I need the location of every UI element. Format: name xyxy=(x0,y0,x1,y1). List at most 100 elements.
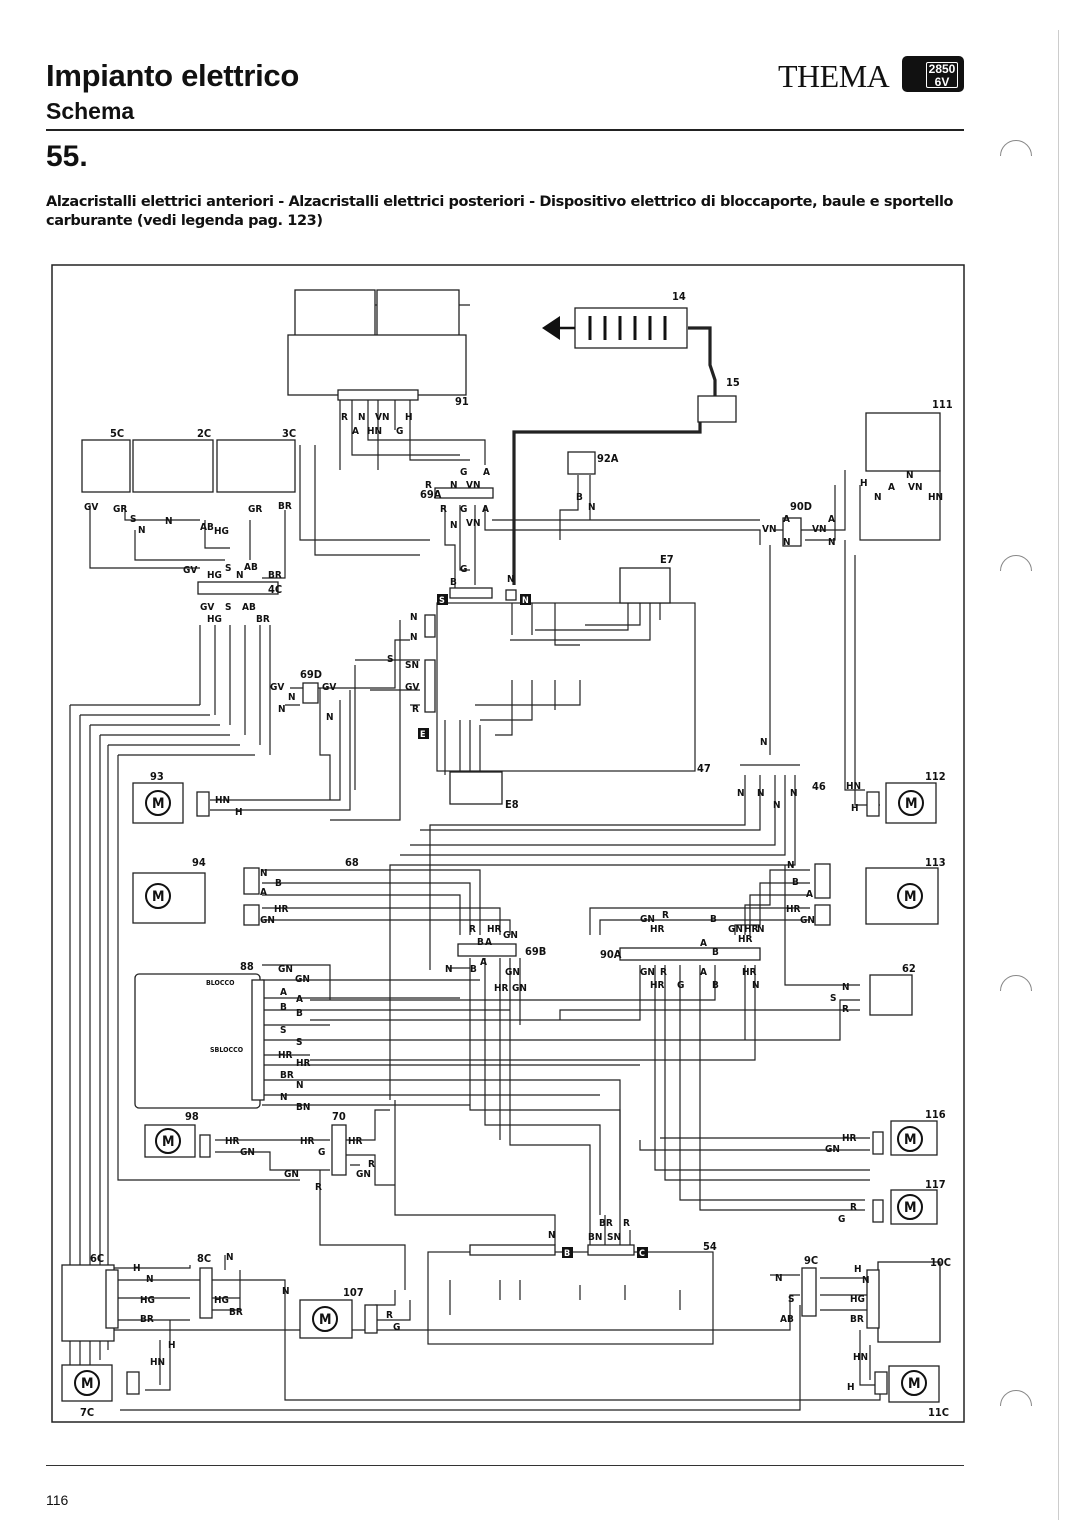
connector-letter: S xyxy=(439,596,445,606)
wire-colour-label: N xyxy=(507,574,515,585)
wire-colour-label: BR xyxy=(280,1070,294,1081)
connector-letter-box xyxy=(437,594,448,605)
wire-colour-label: HR xyxy=(842,1133,857,1144)
wire-colour-label: BR xyxy=(229,1307,243,1318)
wire-colour-label: N xyxy=(760,737,768,748)
motor-icon: M xyxy=(162,1134,175,1150)
wire-colour-label: G xyxy=(460,504,467,515)
wire-colour-label: B xyxy=(280,1002,287,1013)
motor-icon: M xyxy=(152,889,165,905)
wire-colour-label: N xyxy=(288,692,296,703)
wire-colour-label: H xyxy=(405,412,413,423)
wire-colour-label: N xyxy=(790,788,798,799)
wire-colour-label: HR xyxy=(278,1050,293,1061)
wire-colour-label: N xyxy=(775,1273,783,1284)
wire-colour-label: A xyxy=(352,426,359,437)
wire-colour-label: N xyxy=(445,964,453,975)
wires xyxy=(69,304,941,1411)
ground-arrow xyxy=(542,316,560,340)
wire-colour-label: S xyxy=(387,654,393,665)
component-label-113: 113 xyxy=(925,856,946,869)
component-label-91: 91 xyxy=(455,395,469,408)
wire-colour-label: BR xyxy=(268,570,282,581)
wire-colour-label: SN xyxy=(607,1232,621,1243)
wire-colour-label: HR xyxy=(786,904,801,915)
wire-colour-label: HR xyxy=(650,924,665,935)
wire-colour-label: A xyxy=(888,482,895,493)
wire-colour-label: N xyxy=(410,632,418,643)
wire-colour-label: BR xyxy=(256,614,270,625)
component-label-90a: 90A xyxy=(600,948,622,961)
wire-colour-label: GN xyxy=(240,1147,255,1158)
wire-colour-label: N xyxy=(410,612,418,623)
wire-colour-label: B xyxy=(712,947,719,958)
wire-colour-label: HG xyxy=(214,526,229,537)
wire-colour-label: HR xyxy=(225,1136,240,1147)
wire-colour-label: B xyxy=(792,877,799,888)
wire-colour-label: S xyxy=(788,1294,794,1305)
connector-letter-box xyxy=(520,594,531,605)
wire-colour-label: GR xyxy=(113,504,127,515)
wire-colour-label: A xyxy=(260,887,267,898)
wire-colour-label: AB xyxy=(244,562,258,573)
wire-colour-label: GN xyxy=(640,967,655,978)
component-label-14: 14 xyxy=(672,290,686,303)
wire-colour-label: B xyxy=(275,878,282,889)
wire-colour-label: N xyxy=(828,537,836,548)
page-subtitle: Schema xyxy=(46,98,135,124)
wire-colour-label: N xyxy=(450,520,458,531)
motor-icon: M xyxy=(81,1376,94,1392)
wire-colour-label: A xyxy=(480,957,487,968)
component-label-70: 70 xyxy=(332,1110,346,1123)
wire-colour-label: GN xyxy=(800,915,815,926)
component-label-94: 94 xyxy=(192,856,206,869)
wire-colour-label: GN xyxy=(512,983,527,994)
wire-colour-label: N xyxy=(842,982,850,993)
wire-colour-label: GN xyxy=(284,1169,299,1180)
section-number: 55. xyxy=(46,140,88,173)
wire-colour-label: N xyxy=(278,704,286,715)
wire-colour-label: G xyxy=(318,1147,325,1158)
wire-colour-label: HR xyxy=(744,924,759,935)
component-bodies xyxy=(61,289,941,1403)
component-label-54: 54 xyxy=(703,1240,717,1253)
wire-colour-label: N xyxy=(358,412,366,423)
wire-colour-label: B xyxy=(296,1008,303,1019)
wire-colour-label: GN xyxy=(278,964,293,975)
wire-colour-label: S xyxy=(830,993,836,1004)
component-label-62: 62 xyxy=(902,962,916,975)
wire-colour-label: N xyxy=(757,924,765,935)
wire-colour-label: HN xyxy=(928,492,943,503)
actuator-label: BLOCCO xyxy=(206,979,235,987)
motor-icon: M xyxy=(319,1312,332,1328)
wire-colour-label: N xyxy=(588,502,596,513)
wire-colour-label: N xyxy=(146,1274,154,1285)
wire-colour-label: R xyxy=(842,1004,849,1015)
wire-colour-label: AB xyxy=(242,602,256,613)
wire-colour-label: G xyxy=(396,426,403,437)
motor-icon: M xyxy=(904,889,917,905)
component-label-112: 112 xyxy=(925,770,946,783)
wire-colour-label: S xyxy=(280,1025,286,1036)
wire-colour-label: A xyxy=(482,504,489,515)
component-label-90d: 90D xyxy=(790,500,812,513)
component-label-68: 68 xyxy=(345,856,359,869)
wire-colour-label: HR xyxy=(650,980,665,991)
wire-colour-label: R xyxy=(315,1182,322,1193)
wire-colour-label: BN xyxy=(296,1102,310,1113)
wire-colour-label: BR xyxy=(278,501,292,512)
wire-colour-label: GV xyxy=(270,682,284,693)
wire-colour-label: HR xyxy=(300,1136,315,1147)
wire-colour-label: H xyxy=(133,1263,141,1274)
wire-colour-label: A xyxy=(828,514,835,525)
wire-colour-label: H xyxy=(235,807,243,818)
wire-colour-label: B xyxy=(450,577,457,588)
wire-colour-label: A xyxy=(483,467,490,478)
wire-colour-label: R xyxy=(469,924,476,935)
wire-colour-label: B xyxy=(710,914,717,925)
binding-margin-line xyxy=(1058,30,1059,1520)
wire-colour-label: A xyxy=(700,967,707,978)
wire-colour-label: A xyxy=(806,889,813,900)
page-number: 116 xyxy=(46,1492,69,1508)
